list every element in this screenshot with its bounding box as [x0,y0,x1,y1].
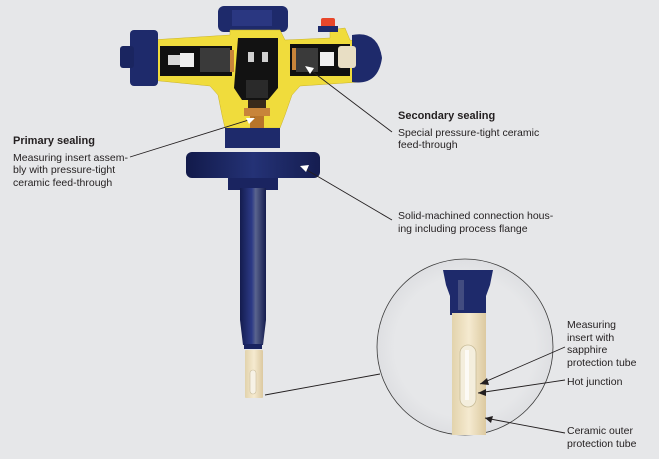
label-outer-tube-body: Ceramic outer protection tube [567,425,637,450]
label-ceramic-outer-tube: Ceramic outer protection tube [567,425,659,450]
label-secondary-body: Special pressure-tight ceramic feed-thro… [398,126,540,152]
label-primary-sealing: Primary sealing Measuring insert assem- … [13,135,163,189]
label-connection-housing: Solid-machined connection hous- ing incl… [398,210,598,235]
label-housing-body: Solid-machined connection hous- ing incl… [398,210,554,235]
detail-magnifier [376,258,554,436]
label-insert-body: Measuring insert with sapphire protectio… [567,319,637,369]
label-measuring-insert: Measuring insert with sapphire protectio… [567,319,659,369]
process-flange [186,152,320,190]
label-hot-junction-body: Hot junction [567,376,623,388]
label-hot-junction: Hot junction [567,376,659,389]
label-primary-title: Primary sealing [13,135,95,147]
probe-stem [240,188,266,349]
label-primary-body: Measuring insert assem- bly with pressur… [13,151,128,189]
connection-housing [120,6,382,148]
arrowheads [246,66,493,423]
leader-lines [129,65,566,434]
label-secondary-sealing: Secondary sealing Special pressure-tight… [398,110,598,152]
label-secondary-title: Secondary sealing [398,110,496,122]
ceramic-tip [245,350,263,398]
